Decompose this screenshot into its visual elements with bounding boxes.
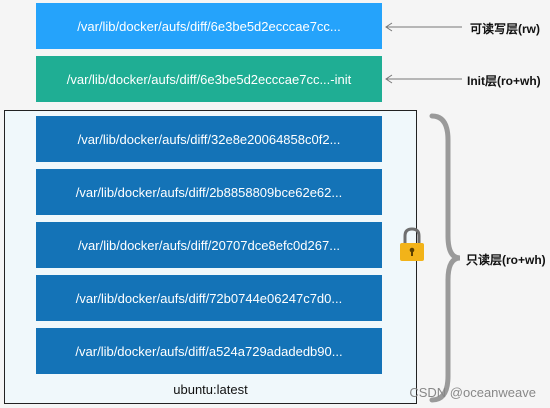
readonly-layer-path: /var/lib/docker/aufs/diff/72b0744e06247c… [75,290,343,306]
init-layer: /var/lib/docker/aufs/diff/6e3be5d2ecccae… [36,56,382,102]
init-layer-label: Init层(ro+wh) [467,74,541,88]
image-name-label: ubuntu:latest [173,382,248,397]
readonly-layer: /var/lib/docker/aufs/diff/a524a729adaded… [36,328,382,374]
readonly-group-label: 只读层(ro+wh) [466,253,546,267]
init-layer-path: /var/lib/docker/aufs/diff/6e3be5d2ecccae… [66,71,352,87]
readonly-layer: /var/lib/docker/aufs/diff/72b0744e06247c… [36,275,382,321]
image-readonly-box: /var/lib/docker/aufs/diff/32e8e20064858c… [4,110,417,404]
right-curly-brace [429,113,461,403]
readonly-layer: /var/lib/docker/aufs/diff/2b8858809bce62… [36,169,382,215]
readonly-layer-path: /var/lib/docker/aufs/diff/20707dce8efc0d… [77,237,341,253]
lock-icon [400,227,424,261]
readonly-layer-path: /var/lib/docker/aufs/diff/a524a729adaded… [75,343,343,359]
readwrite-layer-label: 可读写层(rw) [470,22,540,36]
readonly-layer: /var/lib/docker/aufs/diff/32e8e20064858c… [36,116,382,162]
readonly-layer-path: /var/lib/docker/aufs/diff/2b8858809bce62… [75,184,343,200]
readwrite-layer-path: /var/lib/docker/aufs/diff/6e3be5d2ecccae… [77,18,341,34]
readonly-layer-path: /var/lib/docker/aufs/diff/32e8e20064858c… [77,131,341,147]
init-arrow [385,74,462,84]
watermark: CSDN @oceanweave [409,385,536,400]
readonly-layer: /var/lib/docker/aufs/diff/20707dce8efc0d… [36,222,382,268]
readwrite-layer: /var/lib/docker/aufs/diff/6e3be5d2ecccae… [36,3,382,49]
rw-arrow [385,22,462,32]
